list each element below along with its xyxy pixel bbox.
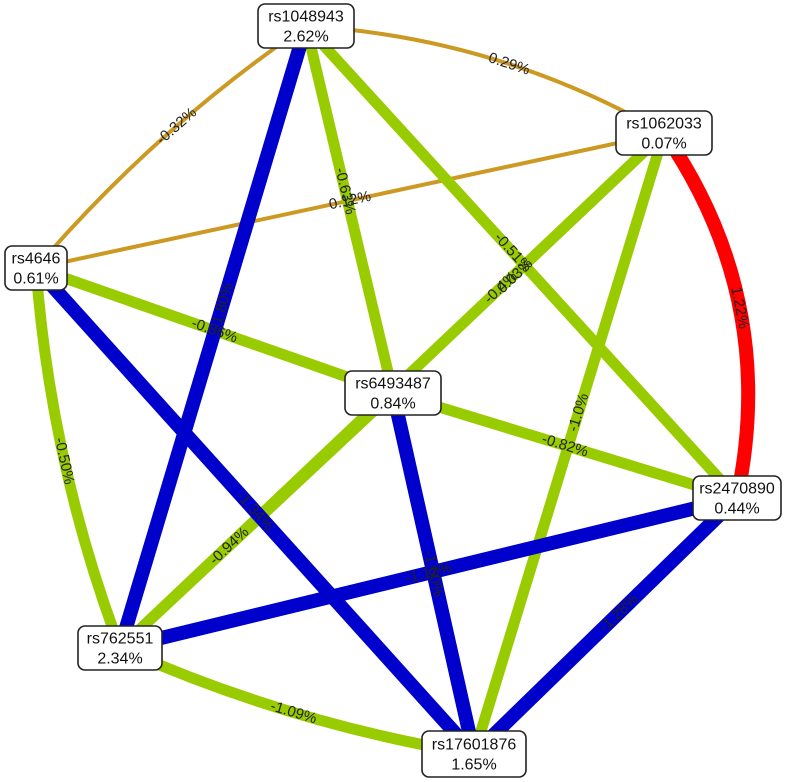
node-box (4, 245, 68, 291)
node-box (421, 730, 527, 778)
node-label: rs2470890 (699, 481, 775, 498)
node-rs2470890[interactable]: rs2470890 0.44% (692, 475, 782, 521)
edge-rs4646-rs17601876 (29, 261, 481, 761)
node-value: 2.62% (283, 29, 328, 46)
node-box (615, 110, 713, 156)
node-rs4646[interactable]: rs4646 0.61% (4, 245, 68, 291)
node-label: rs4646 (12, 251, 61, 268)
node-label: rs17601876 (432, 737, 517, 754)
edge-rs2470890-rs17601876 (467, 491, 744, 761)
edge-label-rs1062033-rs2470890: 1.22% (727, 285, 752, 330)
edge-label-rs6493487-rs762551: -0.94% (206, 524, 252, 569)
edge-rs1048943-rs1062033 (304, 24, 666, 135)
edge-label-rs1048943-rs762551: -1.80% (207, 281, 237, 331)
edge-label-rs1062033-rs17601876: -1.0% (565, 391, 593, 433)
node-box (77, 625, 163, 671)
edge-rs762551-rs2470890 (113, 491, 744, 655)
edge-label-rs4646-rs762551: -0.50% (51, 436, 78, 486)
edge-label-rs1048943-rs4646: -0.32% (153, 104, 200, 148)
node-rs6493487[interactable]: rs6493487 0.84% (344, 370, 442, 416)
node-value: 2.34% (97, 651, 142, 668)
node-box (344, 370, 442, 416)
node-rs1062033[interactable]: rs1062033 0.07% (615, 110, 713, 156)
edge-rs1062033-rs2470890 (657, 126, 756, 505)
edge-rs4646-rs762551 (30, 262, 126, 654)
node-box (692, 475, 782, 521)
node-box (257, 3, 355, 49)
node-value: 1.65% (451, 757, 496, 774)
edge-label-rs762551-rs17601876: -1.09% (268, 698, 318, 728)
node-label: rs1048943 (268, 9, 344, 26)
node-value: 0.84% (370, 396, 415, 413)
node-value: 0.44% (714, 501, 759, 518)
nodes-layer: rs10489432.62%rs10620330.07%rs46460.61%r… (4, 3, 782, 778)
node-label: rs1062033 (626, 116, 702, 133)
edge-label-rs1048943-rs1062033: 0.29% (486, 49, 532, 78)
node-value: 0.61% (13, 271, 58, 288)
node-label: rs762551 (87, 631, 154, 648)
edge-rs1048943-rs762551 (113, 19, 313, 655)
edge-rs1048943-rs4646 (34, 24, 308, 270)
node-rs1048943[interactable]: rs1048943 2.62% (257, 3, 355, 49)
node-value: 0.07% (641, 136, 686, 153)
edge-rs1048943-rs6493487 (300, 20, 399, 399)
node-label: rs6493487 (355, 376, 431, 393)
edge-label-rs2470890-rs17601876: -1.28% (596, 591, 642, 636)
node-rs17601876[interactable]: rs17601876 1.65% (421, 730, 527, 778)
node-rs762551[interactable]: rs762551 2.34% (77, 625, 163, 671)
